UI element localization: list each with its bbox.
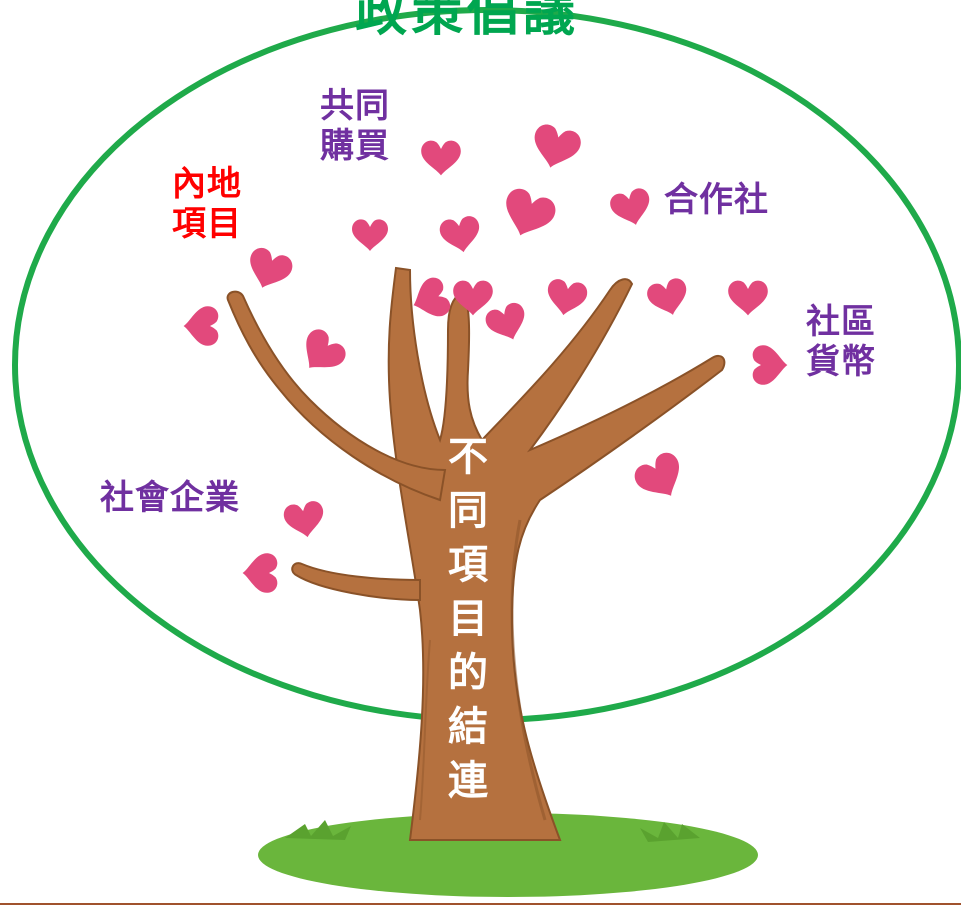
- heart: [496, 185, 560, 245]
- heart: [543, 277, 589, 319]
- label-joint-purchase: 共同 購買: [320, 86, 390, 166]
- heart: [644, 276, 693, 320]
- heart: [752, 345, 788, 385]
- diagram-title: 政策倡議: [355, 0, 580, 43]
- heart: [630, 448, 692, 508]
- label-cooperative: 合作社: [664, 180, 769, 220]
- grass: [258, 810, 758, 897]
- heart: [183, 306, 219, 346]
- heart: [292, 324, 351, 382]
- heart: [242, 553, 278, 593]
- heart: [282, 499, 328, 541]
- heart: [728, 280, 768, 316]
- heart: [421, 140, 461, 176]
- label-community-currency: 社區 貨幣: [806, 302, 876, 382]
- heart: [406, 274, 453, 324]
- heart: [482, 300, 532, 347]
- trunk-label: 不同項目的結連: [448, 434, 488, 804]
- tree-trunk: [226, 266, 726, 841]
- heart: [241, 244, 296, 296]
- label-social-enterprise: 社會企業: [100, 478, 240, 518]
- heart: [527, 121, 584, 174]
- heart: [352, 219, 388, 251]
- heart: [438, 214, 484, 256]
- heart: [607, 186, 656, 230]
- label-mainland-projects: 內地 項目: [172, 164, 242, 244]
